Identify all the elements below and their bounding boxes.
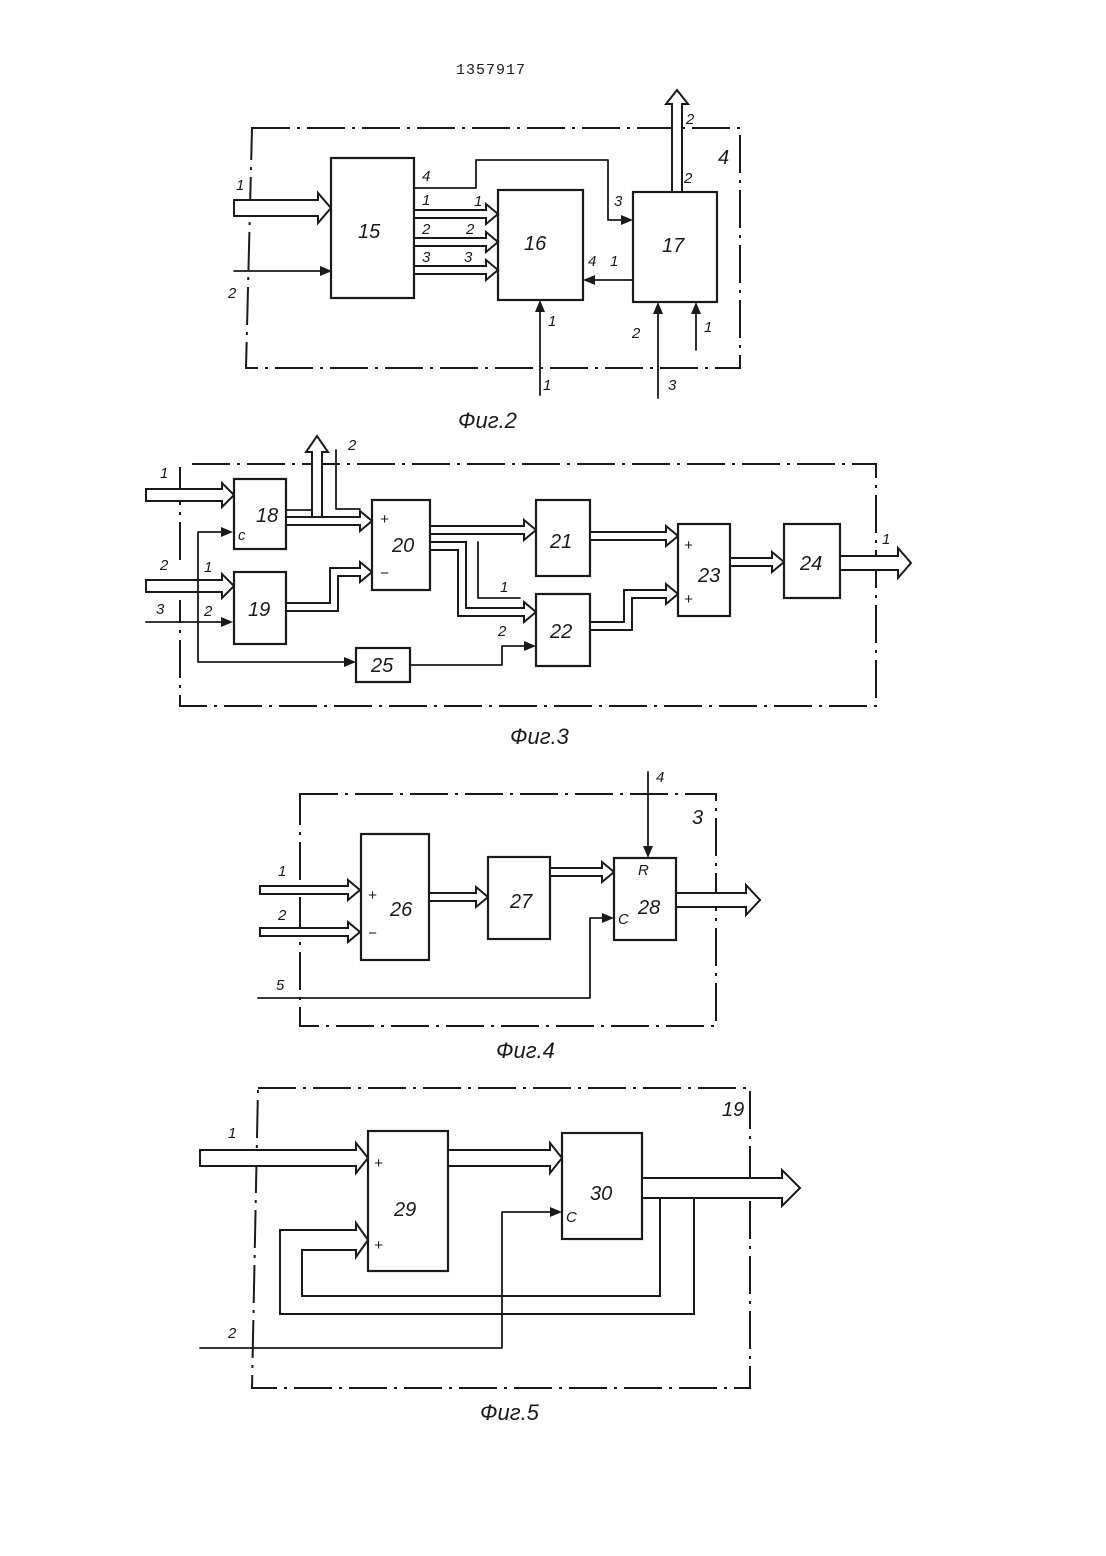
fig3-label-i22-2: 2	[497, 623, 507, 640]
fig4-label-r28: R	[638, 862, 649, 879]
fig4-bus-26-27	[429, 887, 488, 907]
fig4-bus-output	[676, 885, 760, 915]
fig4-bus-input-2	[260, 922, 360, 942]
fig3-label-i23-plus-b: +	[684, 591, 693, 608]
fig3-label-in-2: 2	[159, 557, 169, 574]
fig2-bus-input-1	[234, 193, 331, 223]
fig2-label-o17-top: 2	[683, 170, 693, 187]
fig2-label-o15-1: 1	[422, 192, 430, 209]
block-16-label: 16	[524, 233, 547, 255]
fig2-label-i16-3: 3	[464, 249, 473, 266]
block-17-label: 17	[662, 235, 685, 257]
fig2-label-i17-1: 1	[704, 319, 712, 336]
fig3-bus-input-1	[146, 483, 234, 507]
fig2-label-o17-1: 1	[610, 253, 618, 270]
fig2-caption: Фиг.2	[458, 408, 517, 433]
fig2-label-o15-2: 2	[421, 221, 431, 238]
block-19-label: 19	[248, 599, 270, 621]
fig2-label-i16-1: 1	[474, 193, 482, 210]
block-18-label: 18	[256, 505, 278, 527]
fig3-bus-20-22	[430, 542, 536, 622]
fig3-line-25-22	[410, 646, 524, 665]
fig3-label-i23-plus-a: +	[684, 537, 693, 554]
fig2-label-o15-3: 3	[422, 249, 431, 266]
fig3-caption: Фиг.3	[510, 724, 570, 749]
block-15-label: 15	[358, 221, 381, 243]
fig4-label-in-5: 5	[276, 977, 285, 994]
figure-4: 3 1 2 26 + − 27 28 R C 4 5 Фиг.4	[258, 769, 760, 1063]
fig4-bus-input-1	[260, 880, 360, 900]
fig5-label-c30: C	[566, 1209, 577, 1226]
fig3-bus-20-21	[430, 520, 536, 540]
fig2-label-o15-4: 4	[422, 168, 430, 185]
figure-2: 4 1 2 15 16 17 4 3 1 2 3 1 2 3 4 1	[227, 90, 740, 433]
figure-3: 1 2 1 3 2 18 c 19 2 20 + −	[146, 436, 911, 749]
fig2-label-ext-3: 3	[668, 377, 677, 394]
fig2-frame-id: 4	[718, 147, 729, 169]
block-24-label: 24	[799, 553, 822, 575]
fig4-bus-27-28	[550, 862, 614, 882]
block-21-label: 21	[549, 531, 572, 553]
fig2-label-i17-3: 3	[614, 193, 623, 210]
fig3-bus-23-24	[730, 552, 784, 572]
fig2-label-i17-2: 2	[631, 325, 641, 342]
block-27-label: 27	[509, 891, 533, 913]
fig2-label-ext-top-2: 2	[685, 111, 695, 128]
block-23-label: 23	[697, 565, 720, 587]
fig5-bus-29-30	[448, 1143, 562, 1173]
fig3-label-i20-minus: −	[380, 565, 389, 582]
fig2-label-i16-4: 4	[588, 253, 596, 270]
fig4-label-in-2: 2	[277, 907, 287, 924]
fig5-label-i29-plus-a: +	[374, 1155, 383, 1172]
fig3-label-i20-plus: +	[380, 511, 389, 528]
fig3-label-in-1: 1	[160, 465, 168, 482]
fig5-frame-id: 19	[722, 1099, 744, 1121]
fig4-caption: Фиг.4	[496, 1038, 555, 1063]
fig3-label-in-3: 3	[156, 601, 165, 618]
figure-5: 19 1 29 + + 30 C 2 Фиг.5	[200, 1088, 800, 1425]
fig4-label-in-1: 1	[278, 863, 286, 880]
fig3-bus-19-20	[286, 562, 372, 611]
block-26-label: 26	[389, 899, 413, 921]
fig5-bus-input-1	[200, 1143, 368, 1173]
fig4-label-in-4: 4	[656, 769, 664, 786]
block-20-label: 20	[391, 535, 414, 557]
fig3-label-out-top-2: 2	[347, 437, 357, 454]
fig4-label-i26-plus: +	[368, 887, 377, 904]
fig3-label-out-right-1: 1	[882, 531, 890, 548]
fig5-label-in-1: 1	[228, 1125, 236, 1142]
block-22-label: 22	[549, 621, 572, 643]
fig4-label-c28: C	[618, 911, 629, 928]
fig5-caption: Фиг.5	[480, 1400, 540, 1425]
block-30-label: 30	[590, 1183, 612, 1205]
fig2-label-in-1: 1	[236, 177, 244, 194]
fig3-label-i19-2: 2	[203, 603, 213, 620]
fig4-label-i26-minus: −	[368, 925, 377, 942]
fig3-bus-21-23	[590, 526, 678, 546]
patent-number: 1357917	[456, 62, 526, 79]
block-29-label: 29	[393, 1199, 416, 1221]
block-28-label: 28	[637, 897, 660, 919]
fig5-label-in-2: 2	[227, 1325, 237, 1342]
fig3-bus-input-2	[146, 574, 234, 598]
fig3-label-i19-1: 1	[204, 559, 212, 576]
fig2-label-in-2: 2	[227, 285, 237, 302]
fig2-label-i16-2: 2	[465, 221, 475, 238]
fig3-label-i22-1: 1	[500, 579, 508, 596]
block-25-label: 25	[370, 655, 394, 677]
fig3-label-c18: c	[238, 527, 246, 544]
fig3-bus-18-20	[286, 511, 372, 531]
fig3-bus-output-top	[306, 436, 328, 517]
fig4-frame-id: 3	[692, 807, 703, 829]
fig3-bus-22-23	[590, 584, 678, 630]
fig5-label-i29-plus-b: +	[374, 1237, 383, 1254]
fig2-label-i16-bottom: 1	[548, 313, 556, 330]
fig2-label-ext-1: 1	[543, 377, 551, 394]
